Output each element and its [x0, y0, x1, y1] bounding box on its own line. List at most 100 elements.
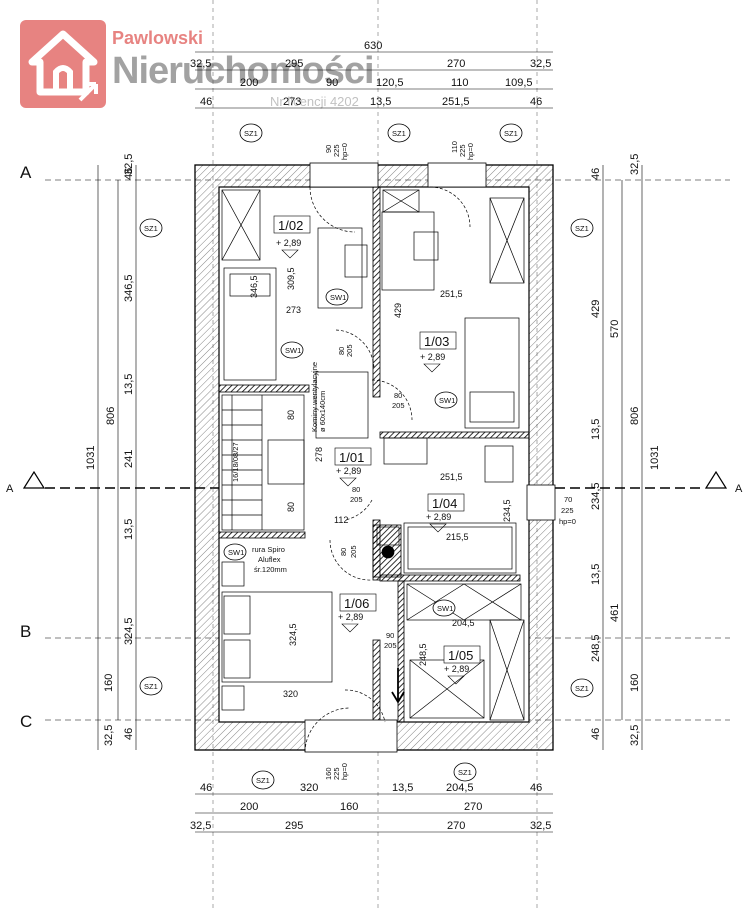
dim-right-9: 32,5 [629, 725, 641, 746]
window-4-h: 225 [332, 767, 341, 780]
room-106-height: 324,5 [288, 623, 298, 646]
window-3-w: 70 [564, 495, 572, 504]
dim-top-r2-1: 295 [285, 58, 303, 70]
dim-right-6: 461 [609, 604, 621, 622]
room-104-id: 1/04 [432, 496, 457, 511]
room-102-height2: 346,5 [249, 275, 259, 298]
room-101-level: + 2,89 [336, 466, 361, 476]
dim-right-mid: 806 [629, 407, 641, 425]
stair-width-bottom: 80 [286, 502, 296, 512]
sw1-tag: SW1 [228, 548, 244, 557]
window-2-h: 225 [458, 144, 467, 157]
brand-name: Pawlowski [112, 28, 204, 48]
room-106-id: 1/06 [344, 596, 369, 611]
dim-right-4: 234,5 [590, 482, 602, 510]
dim-bot-r3-3: 32,5 [530, 820, 551, 832]
vent-note-2: ø 60x140cm [318, 391, 327, 432]
dim-top-r2-2: 270 [447, 58, 465, 70]
level-marker-icon [281, 249, 299, 259]
axis-a-label: A [20, 163, 32, 182]
level-marker-icon [339, 477, 357, 487]
tag-bubbles [139, 123, 594, 790]
window-3-hp: hp=0 [559, 517, 576, 526]
dimension-lines [97, 51, 643, 833]
dim-bot-r1-2: 13,5 [392, 782, 413, 794]
sz1-tag: SZ1 [144, 224, 158, 233]
dim-left-4: 13,5 [123, 519, 135, 540]
window-2-w: 110 [450, 141, 459, 153]
vent-note-1: Kominy wentylacyjne [310, 362, 319, 432]
dim-right-1: 429 [590, 300, 602, 318]
dim-top-r3-0: 200 [240, 77, 258, 89]
door-1-h: 205 [345, 344, 354, 357]
room-101-height: 278 [314, 447, 324, 462]
furniture [221, 189, 525, 721]
room-103-width: 251,5 [440, 289, 463, 299]
door-5-w: 90 [386, 631, 394, 640]
dim-top-r2-0: 32,5 [190, 58, 211, 70]
dim-left-3: 241 [123, 450, 135, 468]
room-105-level: + 2,89 [444, 664, 469, 674]
sz1-tag: SZ1 [504, 129, 518, 138]
dim-top-r3-2: 120,5 [376, 77, 404, 89]
stair-note: 16/18/08/27 [231, 442, 240, 482]
dim-top-r4-2: 13,5 [370, 96, 391, 108]
pipe-note-3: śr.120mm [254, 565, 287, 574]
section-a-label: A [6, 483, 14, 495]
license-number: Nr licencji 4202 [270, 94, 359, 109]
dim-left-6: 160 [103, 674, 115, 692]
door-1-w: 80 [337, 347, 346, 355]
dim-left-5: 324,5 [123, 617, 135, 645]
room-104-bath: 215,5 [446, 532, 469, 542]
sz1-tag: SZ1 [244, 129, 258, 138]
sz1-tag: SZ1 [144, 682, 158, 691]
room-103-level: + 2,89 [420, 352, 445, 362]
dim-right-wall-bot: 46 [590, 728, 602, 740]
section-arrow-right-icon [704, 470, 728, 489]
pipe-note-2: Aluflex [258, 555, 281, 564]
level-marker-icon [447, 675, 465, 685]
window-3-h: 225 [561, 506, 574, 515]
dim-bot-r1-3: 204,5 [446, 782, 474, 794]
dim-left-total: 1031 [85, 446, 97, 470]
dim-right-5: 13,5 [590, 564, 602, 585]
dim-right-7: 248,5 [590, 634, 602, 662]
house-icon [20, 20, 106, 108]
sw1-tag: SW1 [439, 396, 455, 405]
sz1-tag: SZ1 [575, 684, 589, 693]
dim-top-r4-1: 273 [283, 96, 301, 108]
dim-right-8: 160 [629, 674, 641, 692]
dim-top-r4-4: 46 [530, 96, 542, 108]
dim-bot-r2-2: 270 [464, 801, 482, 813]
dim-right-wall-top: 46 [590, 168, 602, 180]
sz1-tag: SZ1 [256, 776, 270, 785]
sw1-tag: SW1 [330, 293, 346, 302]
dim-bot-r1-0: 46 [200, 782, 212, 794]
window-1-hp: hp=0 [340, 143, 349, 160]
level-marker-icon [429, 523, 447, 533]
room-104-height: 234,5 [502, 499, 512, 522]
dim-left-wall-bot: 46 [123, 728, 135, 740]
dim-top-r3-1: 90 [326, 77, 338, 89]
entry-arrow-icon [391, 668, 405, 704]
room-101-id: 1/01 [339, 450, 364, 465]
room-102-height: 309,5 [286, 267, 296, 290]
door-3-w: 80 [352, 485, 360, 494]
room-105-width: 204,5 [452, 618, 475, 628]
dim-left-0: 32,5 [123, 154, 135, 175]
dim-right-total: 1031 [649, 446, 661, 470]
sz1-tag: SZ1 [458, 768, 472, 777]
tag-bubble-labels: SZ1 SZ1 SZ1 SZ1 SZ1 SZ1 SZ1 SZ1 SZ1 SW1 … [144, 129, 589, 785]
dim-left-wall-top: 46 [123, 168, 135, 180]
room-106-width: 320 [283, 689, 298, 699]
dim-bot-r2-1: 160 [340, 801, 358, 813]
window-4-hp: hp=0 [340, 763, 349, 780]
watermark-logo: Pawlowski Nieruchomości Nr licencji 4202 [20, 20, 375, 115]
sz1-tag: SZ1 [575, 224, 589, 233]
dim-top-r3-4: 109,5 [505, 77, 533, 89]
staircase [221, 371, 369, 531]
sw1-tag: SW1 [437, 604, 453, 613]
room-103-height: 429 [393, 303, 403, 318]
sw1-tag: SW1 [285, 346, 301, 355]
room-102-id: 1/02 [278, 218, 303, 233]
